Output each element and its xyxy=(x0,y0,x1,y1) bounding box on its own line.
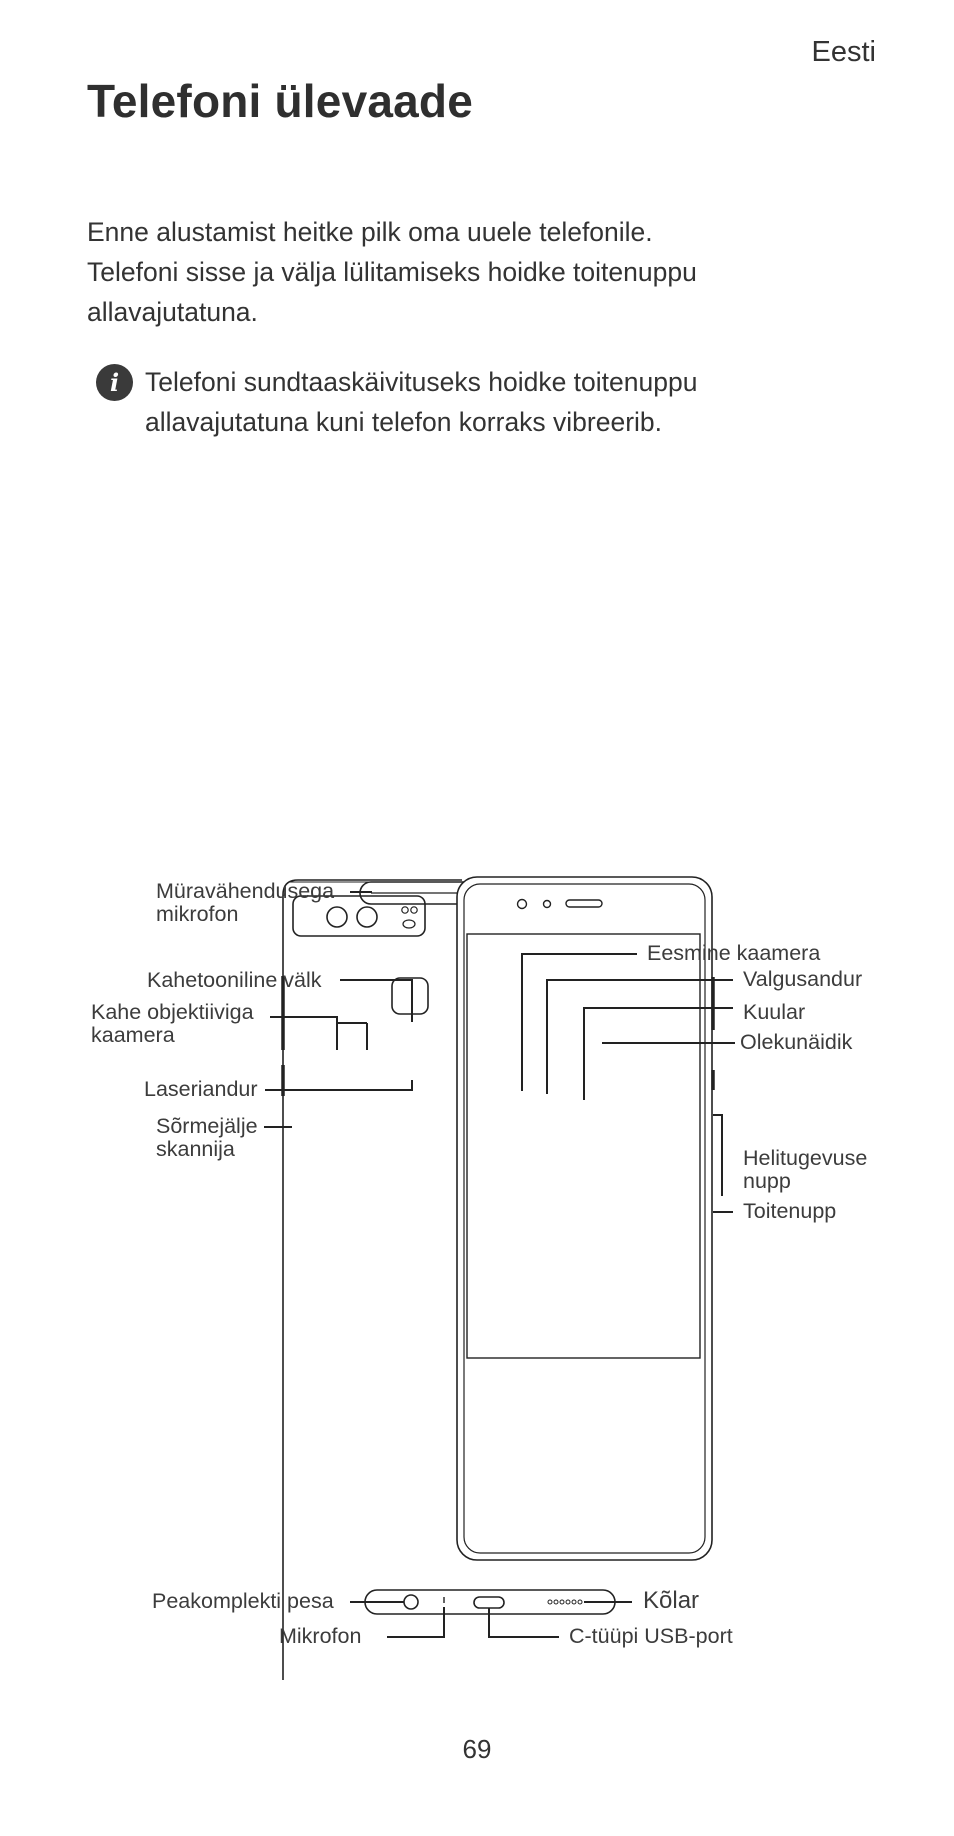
intro-line: Telefoni sisse ja välja lülitamiseks hoi… xyxy=(87,257,697,287)
label-headset-jack: Peakomplekti pesa xyxy=(152,1589,334,1613)
page-number: 69 xyxy=(462,1734,492,1764)
label-light-sensor: Valgusandur xyxy=(743,967,863,991)
phone-back-view xyxy=(281,879,462,1836)
label-status-indicator: Olekunäidik xyxy=(740,1030,853,1054)
label-volume-button: Helitugevuse nupp xyxy=(743,1146,868,1193)
page-title: Telefoni ülevaade xyxy=(87,75,473,127)
intro-line: Enne alustamist heitke pilk oma uuele te… xyxy=(87,217,653,247)
phone-illustration xyxy=(264,876,735,1836)
label-earpiece: Kuular xyxy=(743,1000,806,1024)
label-dual-camera: Kahe objektiiviga kaamera xyxy=(91,1000,254,1047)
label-microphone: Mikrofon xyxy=(279,1624,362,1648)
note-line: Telefoni sundtaaskäivituseks hoidke toit… xyxy=(145,367,698,397)
info-icon: i xyxy=(96,364,133,401)
phone-diagram: Müravähendusega mikrofon Kahetooniline v… xyxy=(0,860,954,1836)
label-speaker: Kõlar xyxy=(643,1587,700,1614)
note-text: Telefoni sundtaaskäivituseks hoidke toit… xyxy=(145,362,697,442)
label-power-button: Toitenupp xyxy=(743,1199,837,1223)
language-label: Eesti xyxy=(811,36,876,68)
label-front-camera: Eesmine kaamera xyxy=(647,941,821,965)
label-noise-mic: Müravähendusega mikrofon xyxy=(156,879,335,926)
label-laser-sensor: Laseriandur xyxy=(144,1077,258,1101)
note-line: allavajutatuna kuni telefon korraks vibr… xyxy=(145,407,663,437)
intro-line: allavajutatuna. xyxy=(87,297,258,327)
phone-front-view xyxy=(456,876,715,1561)
intro-paragraph: Enne alustamist heitke pilk oma uuele te… xyxy=(87,212,787,332)
label-usb-port: C-tüüpi USB-port xyxy=(569,1624,733,1648)
label-fingerprint: Sõrmejälje skannija xyxy=(156,1114,258,1161)
label-dual-flash: Kahetooniline välk xyxy=(147,968,322,992)
